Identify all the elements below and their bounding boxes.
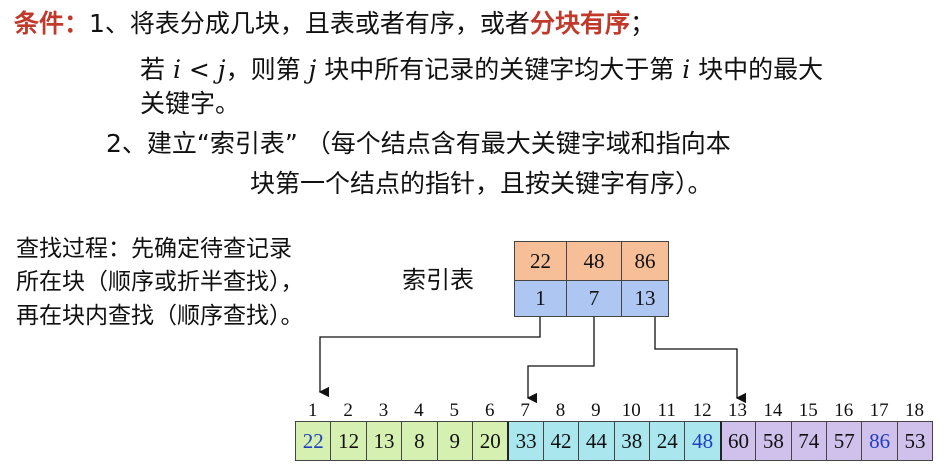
array-index: 14 — [763, 400, 783, 421]
array-cell: 20 — [472, 421, 509, 461]
detail-mid: ，则第 — [225, 55, 309, 84]
array-cell: 13 — [365, 421, 403, 461]
detail-mid2: 块中所有记录的关键字均大于第 — [316, 55, 683, 84]
array-index: 4 — [414, 400, 424, 421]
condition-1-detail: 若 i < j，则第 j 块中所有记录的关键字均大于第 i 块中的最大 — [140, 50, 823, 86]
array-cell: 12 — [330, 421, 367, 461]
array-index: 6 — [484, 400, 495, 421]
detail-end: 块中的最大 — [690, 55, 824, 84]
array-index: 2 — [343, 400, 353, 421]
array-index: 12 — [692, 400, 712, 421]
pointer-arrow-block-2 — [526, 317, 595, 404]
array-index: 11 — [657, 400, 676, 421]
condition-1-highlight: 分块有序 — [529, 9, 630, 38]
array-cell: 8 — [401, 421, 438, 461]
index-max-key: 86 — [621, 241, 669, 281]
array-cell: 86 — [861, 421, 898, 461]
index-max-key: 48 — [566, 241, 622, 281]
var-i-2: i — [682, 55, 691, 84]
condition-2: 2、建立“索引表” （每个结点含有最大关键字域和指向本 — [106, 129, 731, 158]
array-index: 1 — [307, 400, 318, 421]
array-index: 16 — [834, 400, 854, 421]
array-cell: 38 — [613, 421, 650, 461]
array-cell: 9 — [436, 421, 473, 461]
process-line-1: 查找过程：先确定待查记录 — [16, 236, 292, 262]
process-line-2: 所在块（顺序或折半查找）， — [16, 269, 304, 295]
array-cell: 33 — [507, 421, 544, 461]
array-cell: 74 — [790, 421, 827, 461]
array-index: 10 — [621, 400, 641, 421]
condition-1: 条件：1、将表分成几块，且表或者有序，或者分块有序； — [14, 4, 655, 40]
array-index: 8 — [555, 400, 566, 421]
array-index: 5 — [449, 400, 460, 421]
index-start-position: 1 — [514, 280, 567, 317]
array-cell: 53 — [896, 421, 934, 461]
index-table-title: 索引表 — [402, 266, 474, 294]
condition-1-text: 1、将表分成几块，且表或者有序，或者 — [89, 9, 530, 38]
index-start-position: 7 — [566, 280, 622, 317]
array-cell: 24 — [649, 421, 686, 461]
array-index: 9 — [591, 400, 601, 421]
array-index: 15 — [798, 400, 818, 421]
array-index: 7 — [520, 400, 530, 421]
array-index: 17 — [869, 400, 889, 421]
array-cell: 42 — [542, 421, 580, 461]
array-cell: 58 — [755, 421, 792, 461]
var-i: i — [172, 55, 181, 84]
var-j: j — [217, 55, 226, 84]
array-index: 18 — [905, 400, 924, 421]
array-cell: 44 — [578, 421, 615, 461]
pointer-arrow-block-3 — [654, 317, 747, 404]
array-index: 3 — [378, 400, 389, 421]
pointer-arrow-block-1 — [318, 317, 541, 398]
condition-1-detail-2: 关键字。 — [140, 89, 241, 118]
array-cell: 57 — [826, 421, 863, 461]
array-cell: 48 — [684, 421, 721, 461]
condition-label: 条件： — [14, 9, 90, 38]
var-j-2: j — [308, 55, 317, 84]
index-max-key: 22 — [514, 241, 567, 281]
array-cell: 60 — [719, 421, 757, 461]
array-index: 13 — [728, 400, 747, 421]
process-line-3: 再在块内查找（顺序查找）。 — [16, 303, 304, 329]
condition-1-end: ； — [629, 9, 655, 38]
array-cell: 22 — [295, 421, 332, 461]
detail-prefix: 若 — [140, 55, 173, 84]
index-start-position: 13 — [621, 280, 669, 317]
condition-2-continued: 块第一个结点的指针，且按关键字有序）。 — [250, 169, 713, 198]
less-than: < — [180, 55, 218, 84]
